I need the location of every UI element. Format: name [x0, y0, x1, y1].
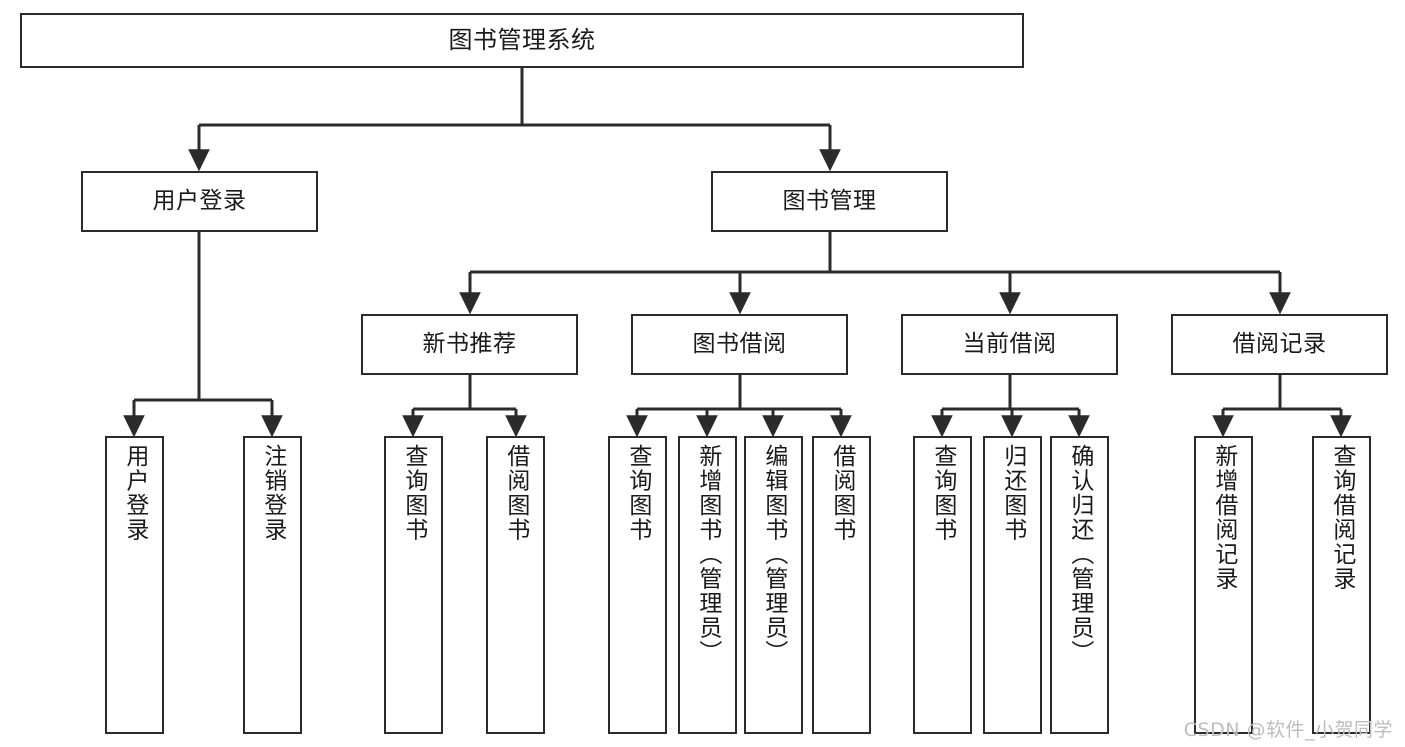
node-leaf-user-login[interactable]: 用户登录: [105, 436, 164, 734]
node-leaf-label: 查询图书: [400, 444, 427, 542]
node-leaf-query-book-brw[interactable]: 查询图书: [608, 436, 667, 734]
node-leaf-label: 借阅图书: [828, 444, 855, 542]
node-leaf-edit-book-admin[interactable]: 编辑图书（管理员）: [744, 436, 803, 734]
node-leaf-label: 编辑图书（管理员）: [760, 444, 787, 665]
node-leaf-label: 用户登录: [121, 444, 148, 542]
node-leaf-confirm-return[interactable]: 确认归还（管理员）: [1050, 436, 1109, 734]
node-book-borrow[interactable]: 图书借阅: [631, 314, 848, 375]
node-leaf-label: 查询图书: [624, 444, 651, 542]
node-new-book-recommend-label: 新书推荐: [422, 330, 517, 357]
node-leaf-label: 归还图书: [999, 444, 1026, 542]
node-user-login-label: 用户登录: [152, 187, 247, 214]
node-borrow-record-label: 借阅记录: [1232, 330, 1327, 357]
node-leaf-query-book-cur[interactable]: 查询图书: [913, 436, 972, 734]
node-book-borrow-label: 图书借阅: [692, 330, 787, 357]
node-borrow-record[interactable]: 借阅记录: [1171, 314, 1388, 375]
node-leaf-borrow-book-rec[interactable]: 借阅图书: [486, 436, 545, 734]
node-book-management-label: 图书管理: [782, 187, 877, 214]
node-leaf-add-book-admin[interactable]: 新增图书（管理员）: [678, 436, 737, 734]
node-current-borrow[interactable]: 当前借阅: [901, 314, 1118, 375]
node-leaf-return-book[interactable]: 归还图书: [983, 436, 1042, 734]
node-user-login[interactable]: 用户登录: [81, 171, 318, 232]
node-new-book-recommend[interactable]: 新书推荐: [361, 314, 578, 375]
node-leaf-borrow-book-brw[interactable]: 借阅图书: [812, 436, 871, 734]
node-leaf-add-borrow-record[interactable]: 新增借阅记录: [1194, 436, 1253, 734]
node-book-management[interactable]: 图书管理: [711, 171, 948, 232]
node-leaf-label: 新增借阅记录: [1210, 444, 1237, 591]
node-leaf-label: 借阅图书: [502, 444, 529, 542]
node-leaf-label: 查询图书: [929, 444, 956, 542]
node-leaf-label: 新增图书（管理员）: [694, 444, 721, 665]
node-leaf-query-borrow-record[interactable]: 查询借阅记录: [1312, 436, 1371, 734]
node-leaf-label: 注销登录: [259, 444, 286, 542]
node-root-system[interactable]: 图书管理系统: [20, 13, 1024, 68]
node-leaf-query-book-rec[interactable]: 查询图书: [384, 436, 443, 734]
node-leaf-user-logout[interactable]: 注销登录: [243, 436, 302, 734]
node-leaf-label: 查询借阅记录: [1328, 444, 1355, 591]
node-root-label: 图书管理系统: [448, 26, 596, 55]
csdn-watermark: CSDN @软件_小贺同学: [1183, 719, 1393, 741]
node-leaf-label: 确认归还（管理员）: [1066, 444, 1093, 665]
node-current-borrow-label: 当前借阅: [962, 330, 1057, 357]
